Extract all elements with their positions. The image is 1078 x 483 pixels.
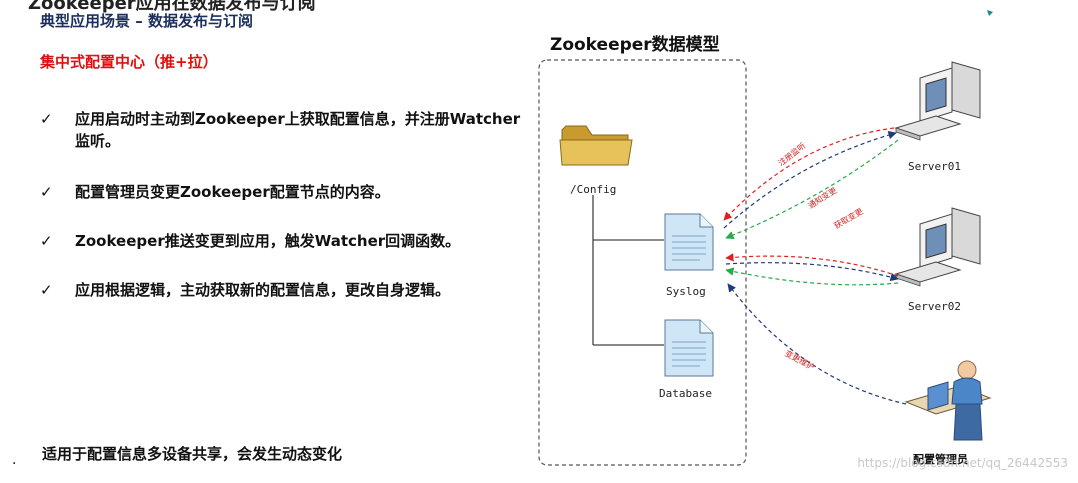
diagram-title: Zookeeper数据模型 — [550, 35, 720, 55]
server-computer-icon — [894, 207, 981, 287]
document-icon — [664, 319, 714, 377]
tree-connector — [592, 195, 664, 346]
bullet-item-1: ✓ 应用启动时主动到Zookeeper上获取配置信息，并注册Watcher监听。 — [40, 108, 535, 152]
node-label-config: /Config — [570, 183, 617, 196]
checkmark-icon: ✓ — [40, 110, 53, 128]
arrow-change-maintain — [727, 283, 907, 405]
node-label-database: Database — [659, 387, 712, 400]
bullet-item-2: ✓ 配置管理员变更Zookeeper配置节点的内容。 — [40, 181, 535, 203]
footer-note: 适用于配置信息多设备共享，会发生动态变化 — [42, 445, 343, 463]
admin-person-icon — [904, 360, 992, 441]
folder-icon — [559, 125, 633, 166]
bullet-text: 应用启动时主动到Zookeeper上获取配置信息，并注册Watcher监听。 — [75, 110, 521, 150]
bullet-text: Zookeeper推送变更到应用，触发Watcher回调函数。 — [75, 232, 461, 250]
arrow-notify-change — [725, 262, 899, 282]
server-label: Server02 — [908, 300, 961, 313]
slide-heading: 典型应用场景 – 数据发布与订阅 — [40, 12, 253, 30]
znode-container — [538, 59, 747, 466]
arrow-register-watch — [725, 253, 899, 277]
bullet-item-3: ✓ Zookeeper推送变更到应用，触发Watcher回调函数。 — [40, 230, 535, 252]
watermark: https://blog.csdn.net/qq_26442553 — [857, 456, 1068, 470]
server-computer-icon — [894, 61, 981, 141]
admin-label: 配置管理员 — [913, 453, 968, 466]
node-label-syslog: Syslog — [666, 285, 706, 298]
server-label: Server01 — [908, 160, 961, 173]
bullet-item-4: ✓ 应用根据逻辑，主动获取新的配置信息，更改自身逻辑。 — [40, 279, 535, 301]
slide-subheading: 集中式配置中心（推+拉） — [40, 53, 218, 71]
arrow-register-watch — [723, 127, 895, 221]
clipped-slide-title: Zookeeper应用在数据发布与订阅 — [28, 0, 316, 14]
document-icon — [664, 213, 714, 271]
bullet-text: 应用根据逻辑，主动获取新的配置信息，更改自身逻辑。 — [75, 281, 451, 299]
arrow-notify-change — [723, 131, 897, 229]
checkmark-icon: ✓ — [40, 183, 53, 201]
checkmark-icon: ✓ — [40, 232, 53, 250]
bullet-dot: . — [12, 452, 17, 468]
corner-mark — [987, 10, 993, 16]
bullet-text: 配置管理员变更Zookeeper配置节点的内容。 — [75, 183, 390, 201]
arrow-fetch-change — [725, 267, 899, 286]
checkmark-icon: ✓ — [40, 281, 53, 299]
arrow-fetch-change — [725, 139, 899, 240]
